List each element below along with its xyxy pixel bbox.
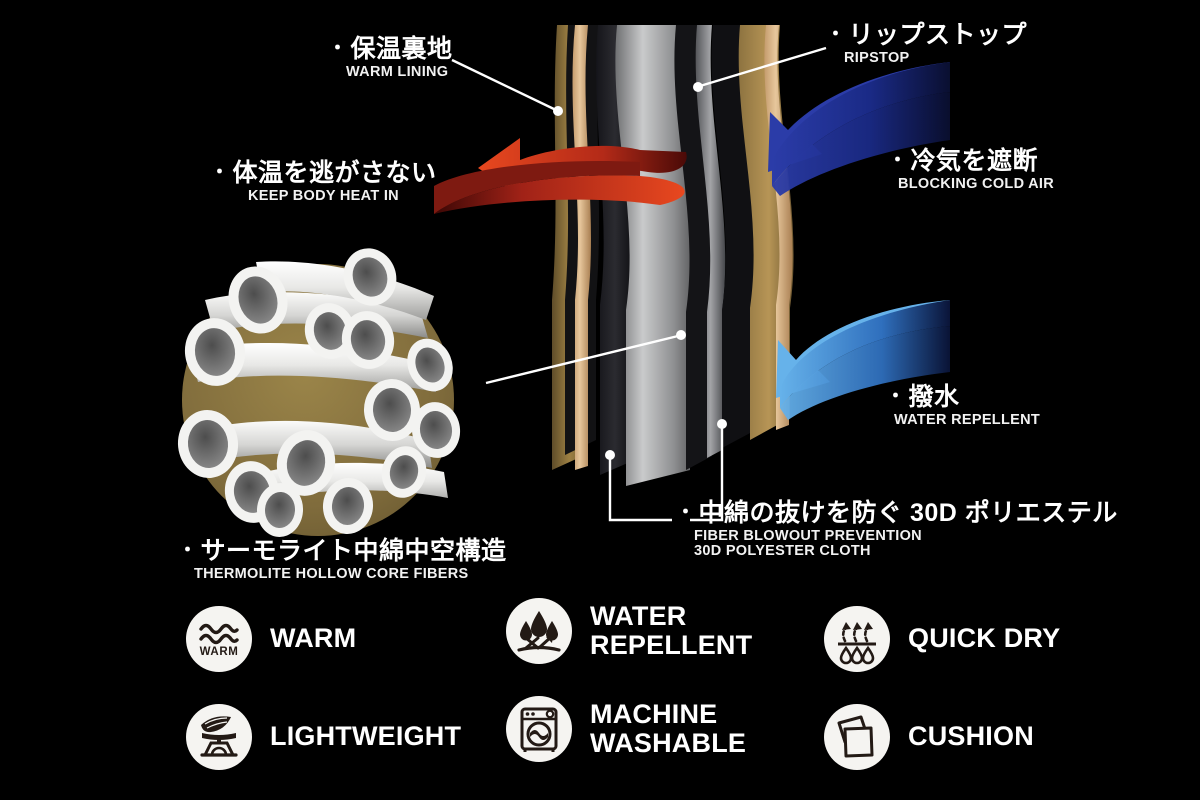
fabric-layer-gray-insulation <box>615 25 694 486</box>
leader-warm-lining <box>451 58 557 112</box>
feature-machine-washable-label: MACHINE WASHABLE <box>590 698 747 758</box>
callout-ripstop: ・リップストップ RIPSTOP <box>826 22 1027 66</box>
feature-lightweight[interactable]: LIGHTWEIGHT <box>186 704 461 770</box>
feature-water-repellent-label: WATER REPELLENT <box>590 600 753 660</box>
cushion-squares-icon <box>824 704 890 770</box>
callout-polyester-cloth-jp: ・中綿の抜けを防ぐ 30D ポリエステル <box>676 499 1118 527</box>
hollow-core-fiber-illustration <box>177 248 461 537</box>
callout-water-repellent: ・撥水 WATER REPELLENT <box>886 384 1040 428</box>
callout-blocking-cold-air: ・冷気を遮断 BLOCKING COLD AIR <box>888 148 1054 192</box>
feature-water-repellent[interactable]: WATER REPELLENT <box>506 598 752 664</box>
callout-keep-body-heat-in-jp: ・体温を逃がさない <box>210 159 437 187</box>
callout-warm-lining-jp: ・保温裏地 <box>328 35 453 63</box>
leader-insulation <box>485 334 679 385</box>
leader-dot-polyester-right <box>717 419 727 429</box>
feature-cushion[interactable]: CUSHION <box>824 704 1034 770</box>
quick-dry-evaporation-icon <box>824 606 890 672</box>
warm-badge-text: WARM <box>200 646 239 658</box>
fabric-layer-stack <box>552 25 794 486</box>
leader-dot-ripstop <box>693 82 703 92</box>
callout-thermolite-fibers-en: THERMOLITE HOLLOW CORE FIBERS <box>194 566 469 583</box>
callout-water-repellent-en: WATER REPELLENT <box>894 412 1041 429</box>
callout-thermolite-fibers: ・サーモライト中綿中空構造 THERMOLITE HOLLOW CORE FIB… <box>178 538 507 582</box>
callout-ripstop-jp: ・リップストップ <box>826 21 1028 49</box>
leader-lines <box>451 46 827 522</box>
water-repel-arrow-lower <box>776 300 950 420</box>
feature-icon-grid: WARM WARM <box>0 596 1200 800</box>
feature-quick-dry-label: QUICK DRY <box>908 623 1061 654</box>
callout-blocking-cold-air-jp: ・冷気を遮断 <box>888 147 1039 175</box>
feature-lightweight-label: LIGHTWEIGHT <box>270 721 462 752</box>
leader-polyester-right <box>690 424 724 522</box>
leader-dot-polyester-left <box>605 450 615 460</box>
feature-warm-label: WARM <box>270 623 357 654</box>
feather-scale-icon <box>186 704 252 770</box>
warm-waves-icon: WARM <box>186 606 252 672</box>
feature-quick-dry[interactable]: QUICK DRY <box>824 606 1060 672</box>
fabric-layer-gray-thin <box>695 25 726 458</box>
leader-ripstop <box>699 46 827 88</box>
feature-cushion-label: CUSHION <box>908 721 1034 752</box>
cold-air-arrow-upper <box>768 62 950 196</box>
fiber-tubes <box>177 248 461 537</box>
callout-polyester-cloth-en: FIBER BLOWOUT PREVENTION <box>694 528 922 545</box>
callout-polyester-cloth: ・中綿の抜けを防ぐ 30D ポリエステル FIBER BLOWOUT PREVE… <box>676 500 1118 560</box>
body-heat-arrow <box>434 138 687 214</box>
callout-thermolite-fibers-jp: ・サーモライト中綿中空構造 <box>178 537 507 565</box>
feature-warm[interactable]: WARM WARM <box>186 606 356 672</box>
water-droplet-repel-icon <box>506 598 572 664</box>
leader-dot-warm-lining <box>553 106 563 116</box>
callout-blocking-cold-air-en: BLOCKING COLD AIR <box>898 176 1054 193</box>
callout-keep-body-heat-in-en: KEEP BODY HEAT IN <box>248 188 399 205</box>
feature-machine-washable[interactable]: MACHINE WASHABLE <box>506 696 746 762</box>
callout-ripstop-en: RIPSTOP <box>844 50 910 67</box>
callout-warm-lining: ・保温裏地 WARM LINING <box>328 36 453 80</box>
leader-polyester-left <box>608 455 672 522</box>
callout-polyester-cloth-en2: 30D POLYESTER CLOTH <box>694 543 871 560</box>
washing-machine-icon <box>506 696 572 762</box>
callout-warm-lining-en: WARM LINING <box>346 64 449 81</box>
leader-dot-insulation <box>676 330 686 340</box>
callout-keep-body-heat-in: ・体温を逃がさない KEEP BODY HEAT IN <box>210 160 437 204</box>
callout-water-repellent-jp: ・撥水 <box>886 383 960 411</box>
